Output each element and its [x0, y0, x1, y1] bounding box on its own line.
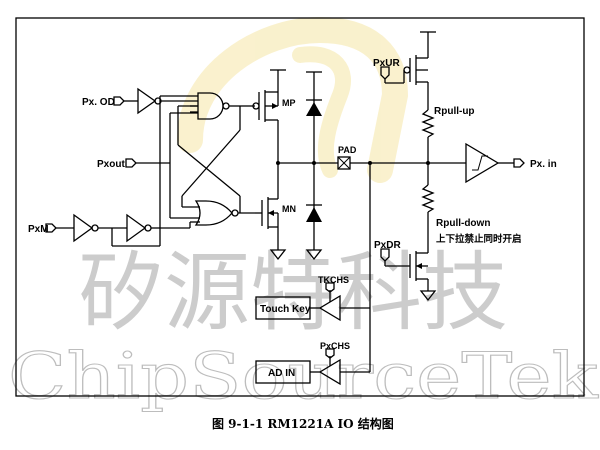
- ad-in-path: PxCHS AD IN: [255, 341, 370, 386]
- pxm-input: PxM: [28, 95, 200, 247]
- px-od-input: Px. OD: [82, 87, 198, 115]
- pxout-label: Pxout: [97, 159, 125, 170]
- mn-nmos-transistor: MN: [255, 163, 296, 261]
- pxout-input: Pxout: [97, 112, 200, 219]
- rpull-down-label: Rpull-down: [436, 218, 490, 229]
- nor-gate-bottom: [194, 200, 255, 226]
- rpull-up-label: Rpull-up: [434, 106, 475, 117]
- mp-pmos-transistor: MP: [252, 69, 296, 163]
- pull-down-circuit: Rpull-down 上下拉禁止同时开启 PxDR: [374, 163, 522, 302]
- figure-caption: 图 9-1-1 RM1221A IO 结构图: [212, 416, 394, 431]
- gate-feedback: [177, 105, 241, 213]
- logo-watermark: [177, 16, 409, 183]
- mn-label: MN: [282, 204, 296, 214]
- mp-label: MP: [282, 98, 296, 108]
- pull-up-circuit: PxUR Rpull-up: [373, 31, 475, 163]
- pad-label: PAD: [338, 145, 357, 155]
- pxdr-label: PxDR: [374, 240, 401, 251]
- schmitt-input-buffer: Px. in: [465, 142, 557, 184]
- ad-in-label: AD IN: [268, 368, 295, 379]
- pxur-label: PxUR: [373, 58, 400, 69]
- px-od-label: Px. OD: [82, 97, 115, 108]
- touch-key-path: TKCHS Touch Key: [255, 161, 372, 372]
- chinese-watermark: 矽源特科技: [78, 243, 508, 343]
- px-in-label: Px. in: [530, 159, 557, 170]
- english-watermark: ChipSourceTek: [8, 340, 599, 414]
- tkchs-label: TKCHS: [318, 275, 349, 285]
- esd-diodes: [305, 71, 323, 261]
- updown-note: 上下拉禁止同时开启: [436, 233, 522, 245]
- touch-key-label: Touch Key: [260, 304, 311, 315]
- pxm-label: PxM: [28, 224, 49, 235]
- diagram-frame: [15, 17, 585, 397]
- pxchs-label: PxCHS: [320, 341, 350, 351]
